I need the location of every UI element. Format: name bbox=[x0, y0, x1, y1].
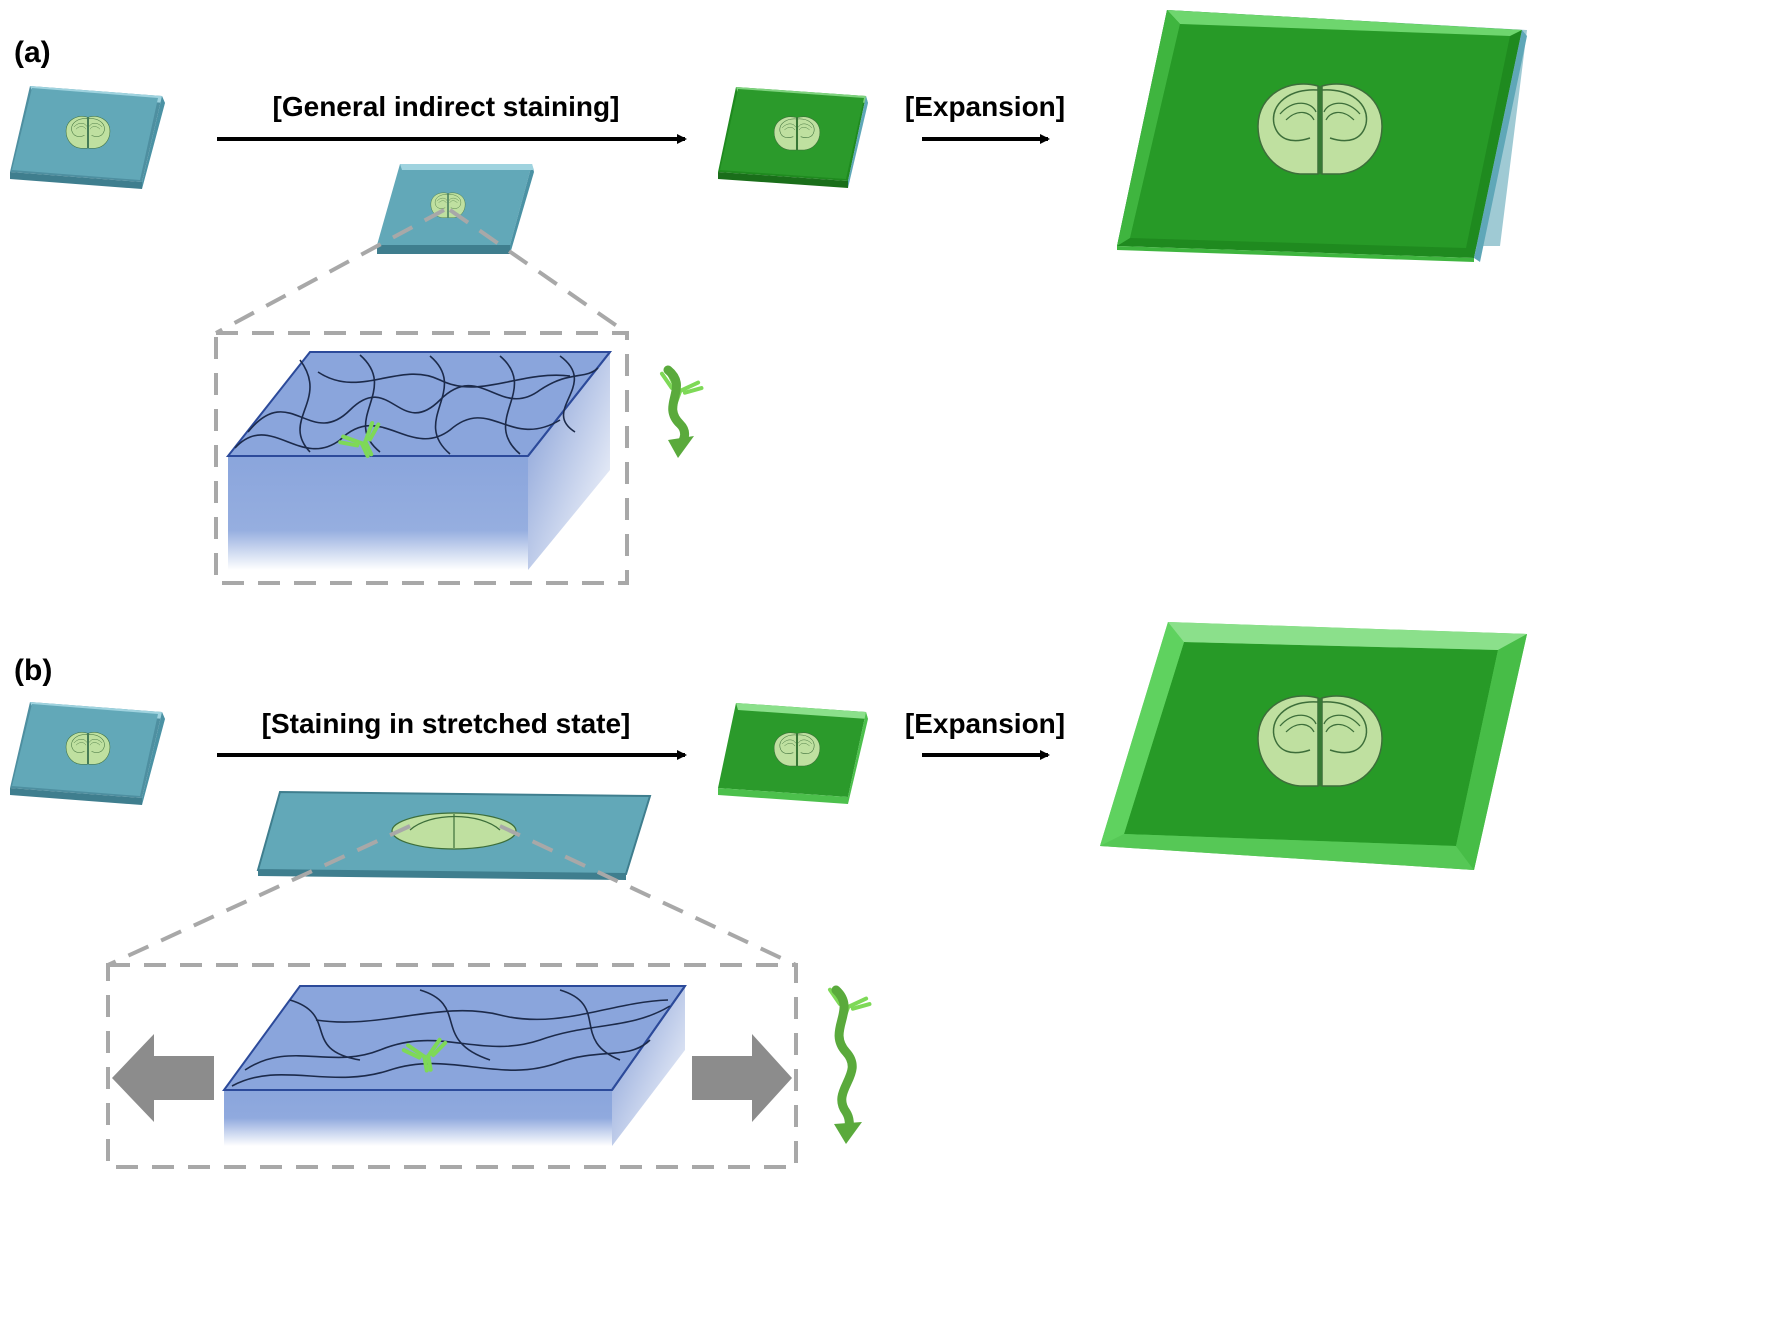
gel-stained-a bbox=[718, 87, 868, 188]
stretch-arrow-left-icon bbox=[112, 1034, 214, 1122]
hydrogel-block-b bbox=[222, 985, 687, 1146]
polymer-mesh bbox=[231, 989, 671, 1087]
brain-section-icon bbox=[65, 732, 111, 765]
brain-section-icon bbox=[1257, 695, 1383, 787]
step-label-expansion-b: [Expansion] bbox=[905, 708, 1065, 739]
hydrogel-block-a bbox=[225, 351, 613, 570]
brain-section-icon bbox=[773, 732, 821, 767]
gel-during-staining-a bbox=[377, 164, 534, 254]
brain-section-icon bbox=[65, 116, 111, 149]
polymer-mesh bbox=[234, 354, 599, 455]
stretch-arrow-right-icon bbox=[692, 1034, 792, 1122]
wavy-arrow-icon bbox=[663, 365, 694, 458]
brain-section-icon bbox=[1257, 83, 1383, 175]
gel-expanded-a bbox=[1117, 10, 1527, 262]
brain-section-icon bbox=[773, 116, 821, 151]
step-label-staining-b: [Staining in stretched state] bbox=[262, 708, 631, 739]
panel-b-label: (b) bbox=[14, 654, 52, 687]
zoom-guides-b bbox=[106, 824, 798, 1169]
step-label-staining-a: [General indirect staining] bbox=[273, 91, 620, 122]
gel-unstained-b-start bbox=[10, 702, 165, 805]
panel-a-label: (a) bbox=[14, 36, 51, 69]
gel-expanded-b bbox=[1100, 622, 1527, 870]
gel-stained-b bbox=[718, 703, 868, 804]
zoom-guides-a bbox=[214, 208, 629, 585]
wavy-arrow-icon bbox=[831, 985, 862, 1144]
step-label-expansion-a: [Expansion] bbox=[905, 91, 1065, 122]
gel-stretched-b bbox=[256, 790, 652, 880]
gel-unstained-a-start bbox=[10, 86, 165, 189]
